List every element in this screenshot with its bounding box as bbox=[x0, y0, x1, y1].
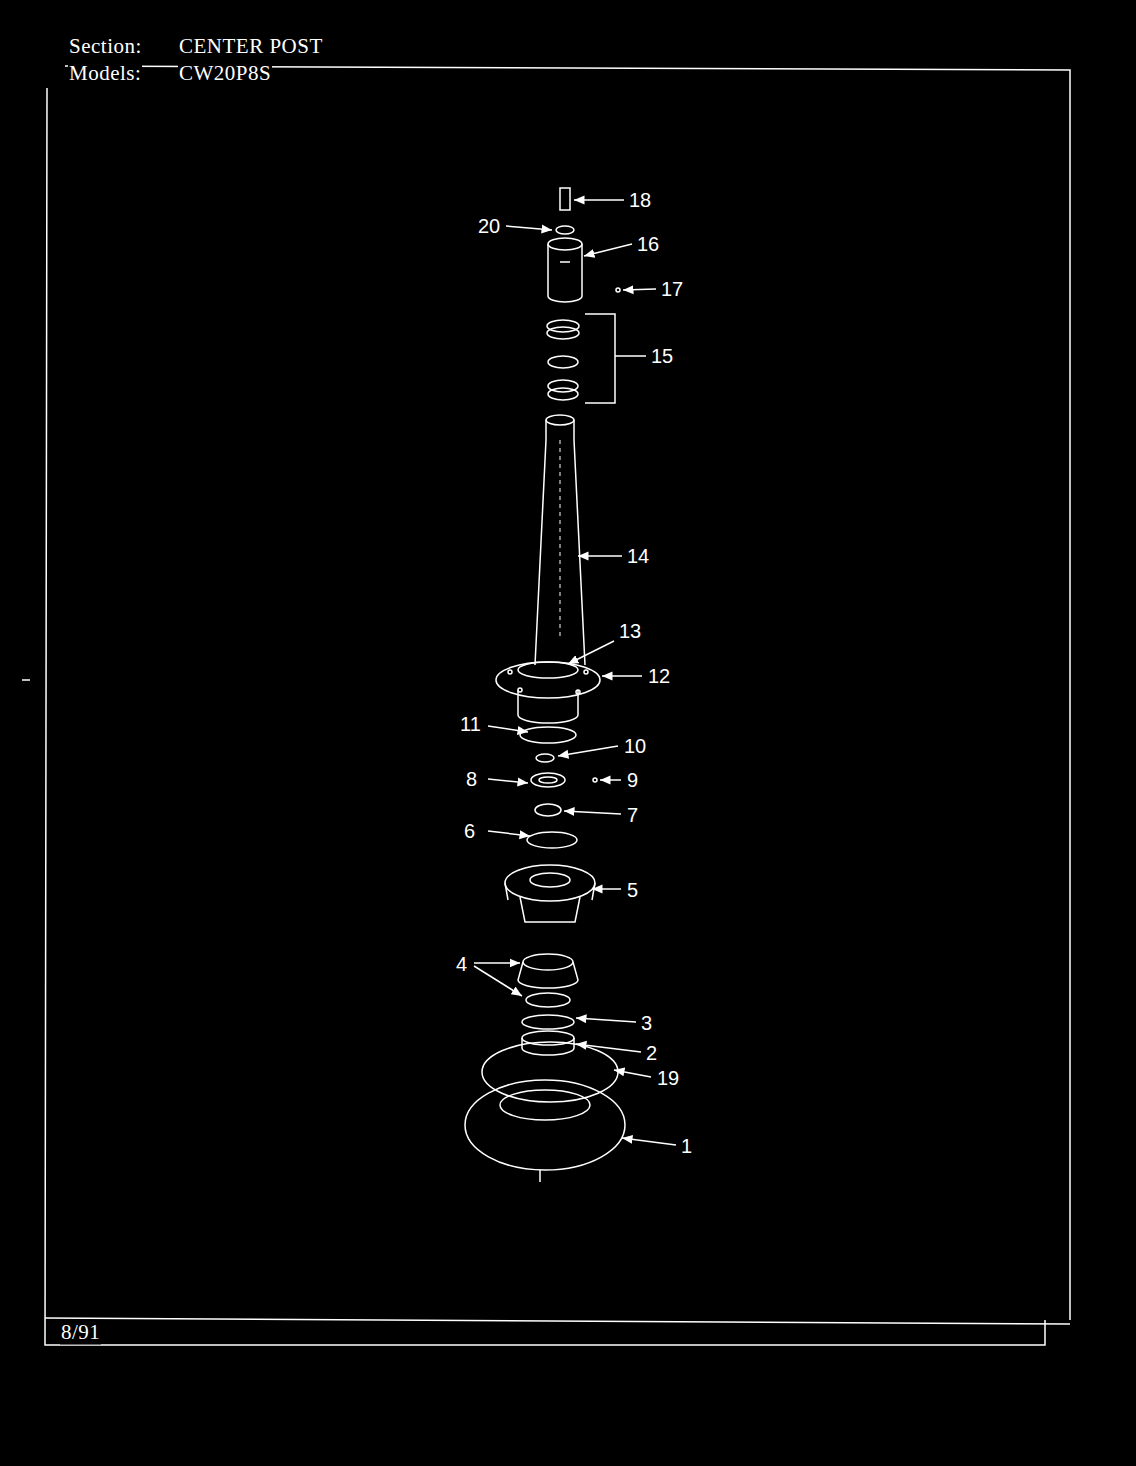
callout-number: 16 bbox=[636, 233, 660, 255]
callout-number: 4 bbox=[455, 953, 468, 975]
model-number: CW20P8S bbox=[178, 62, 272, 85]
callout-number: 20 bbox=[477, 215, 501, 237]
callout-number: 19 bbox=[656, 1067, 680, 1089]
date-code: 8/91 bbox=[60, 1321, 101, 1344]
callout-number: 6 bbox=[463, 820, 476, 842]
callout-number: 11 bbox=[459, 713, 482, 735]
callout-number: 13 bbox=[618, 620, 642, 642]
callout-number: 18 bbox=[628, 189, 652, 211]
callout-number: 3 bbox=[640, 1012, 653, 1034]
callout-number: 14 bbox=[626, 545, 650, 567]
callout-number: 8 bbox=[465, 768, 478, 790]
callout-number: 15 bbox=[650, 345, 674, 367]
callout-number: 1 bbox=[680, 1135, 693, 1157]
callout-number: 10 bbox=[623, 735, 647, 757]
models-label: Models: bbox=[68, 62, 142, 85]
section-label: Section: bbox=[68, 35, 143, 58]
callout-number: 9 bbox=[626, 769, 639, 791]
callout-number: 5 bbox=[626, 879, 639, 901]
callout-number: 17 bbox=[660, 278, 684, 300]
callout-number: 2 bbox=[645, 1042, 658, 1064]
callout-number: 7 bbox=[626, 804, 639, 826]
section-title: CENTER POST bbox=[178, 35, 324, 58]
callout-number: 12 bbox=[647, 665, 671, 687]
